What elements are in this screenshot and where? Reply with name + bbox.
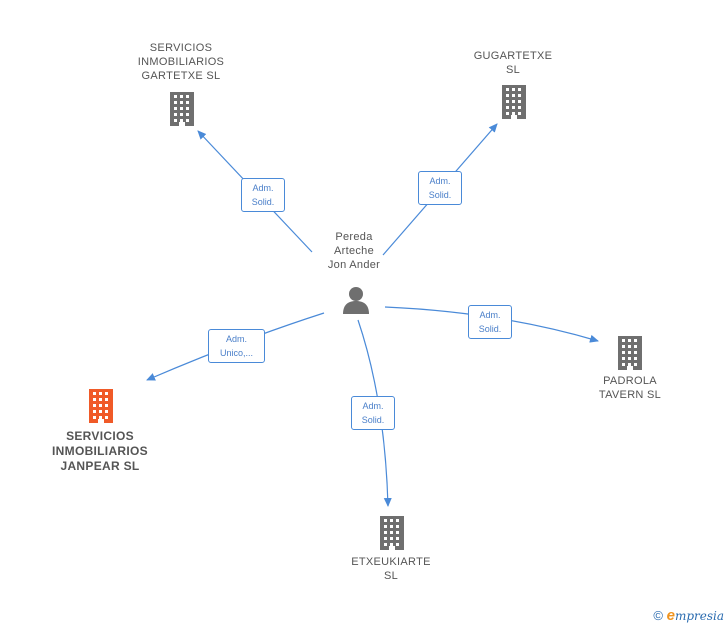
edge-label-janpear-line-1: Adm.: [225, 334, 247, 344]
company-label-padrola[interactable]: PADROLA TAVERN SL: [580, 374, 680, 402]
company-padrola-line-2: TAVERN SL: [598, 389, 662, 401]
building-icon[interactable]: [86, 389, 116, 428]
brand-logo-initial: e: [666, 607, 675, 624]
edge-label-padrola-line-1: Adm.: [479, 310, 501, 320]
company-label-janpear[interactable]: SERVICIOS INMOBILIARIOS JANPEAR SL: [40, 429, 160, 474]
person-name-line-2: Arteche: [333, 245, 374, 257]
company-etxeukiarte-line-1: ETXEUKIARTE: [351, 556, 431, 568]
brand-logo-text: mpresia: [674, 609, 724, 623]
edge-label-etxeukiarte-line-1: Adm.: [362, 401, 384, 411]
company-label-etxeukiarte[interactable]: ETXEUKIARTE SL: [341, 555, 441, 583]
building-icon[interactable]: [377, 516, 407, 555]
building-icon[interactable]: [167, 92, 197, 131]
copyright-icon: ©: [653, 608, 663, 623]
company-padrola-line-1: PADROLA: [603, 375, 657, 387]
company-gartetxe-line-1: SERVICIOS: [149, 42, 213, 54]
company-label-gartetxe[interactable]: SERVICIOS INMOBILIARIOS GARTETXE SL: [121, 41, 241, 83]
edge-label-etxeukiarte-line-2: Solid.: [361, 415, 385, 425]
company-label-gugartetxe[interactable]: GUGARTETXE SL: [463, 49, 563, 77]
person-name-line-1: Pereda: [335, 231, 373, 243]
edge-label-gartetxe-line-2: Solid.: [251, 197, 275, 207]
edge-label-gugartetxe[interactable]: Adm. Solid.: [418, 171, 462, 205]
company-gartetxe-line-2: INMOBILIARIOS: [137, 56, 225, 68]
company-gartetxe-line-3: GARTETXE SL: [141, 70, 221, 82]
company-etxeukiarte-line-2: SL: [383, 570, 399, 582]
edge-label-etxeukiarte[interactable]: Adm. Solid.: [351, 396, 395, 430]
edge-label-gugartetxe-line-2: Solid.: [428, 190, 452, 200]
company-janpear-line-3: JANPEAR SL: [60, 459, 140, 473]
building-icon[interactable]: [499, 85, 529, 124]
edge-label-janpear[interactable]: Adm. Unico,...: [208, 329, 265, 363]
footer-brand[interactable]: © empresia: [653, 607, 724, 624]
company-janpear-line-2: INMOBILIARIOS: [52, 444, 148, 458]
edge-label-gartetxe-line-1: Adm.: [252, 183, 274, 193]
person-name[interactable]: Pereda Arteche Jon Ander: [304, 230, 404, 272]
edge-label-janpear-line-2: Unico,...: [219, 348, 253, 358]
edges-layer: [146, 123, 599, 507]
edge-label-padrola-line-2: Solid.: [478, 324, 502, 334]
company-janpear-line-1: SERVICIOS: [66, 429, 134, 443]
company-gugartetxe-line-2: SL: [505, 64, 521, 76]
edge-label-padrola[interactable]: Adm. Solid.: [468, 305, 512, 339]
building-icon[interactable]: [615, 336, 645, 375]
person-name-line-3: Jon Ander: [327, 259, 381, 271]
company-gugartetxe-line-1: GUGARTETXE: [473, 50, 553, 62]
edge-label-gugartetxe-line-1: Adm.: [429, 176, 451, 186]
edge-label-gartetxe[interactable]: Adm. Solid.: [241, 178, 285, 212]
person-icon[interactable]: [341, 285, 371, 315]
